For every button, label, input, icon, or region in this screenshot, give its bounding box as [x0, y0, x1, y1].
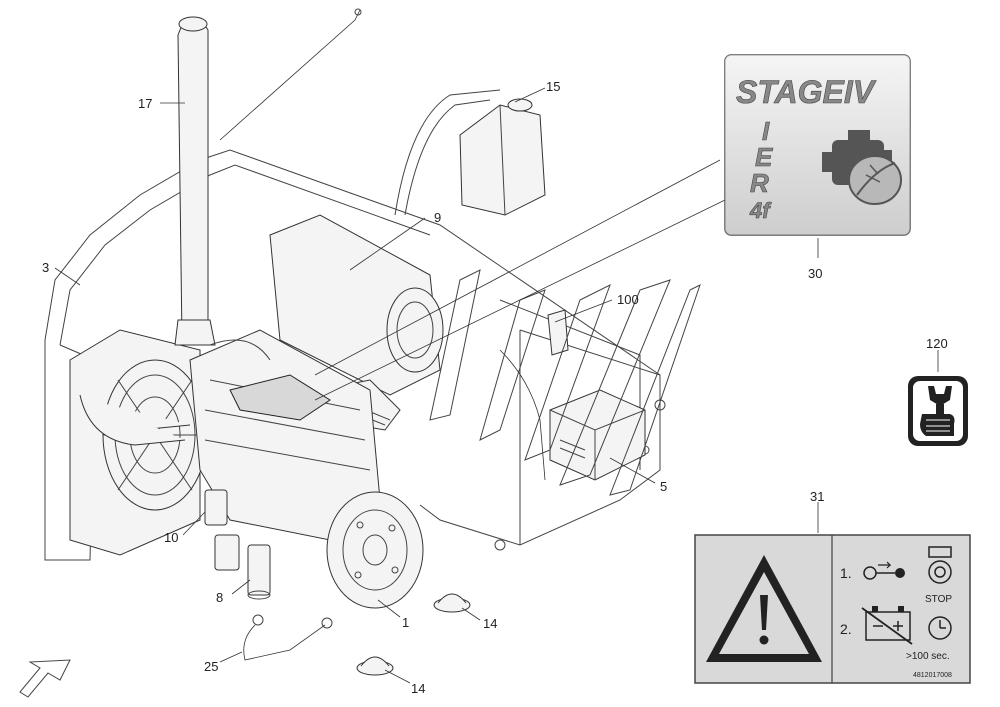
decal-tier-suffix: 4f — [749, 198, 772, 223]
callout-100: 100 — [617, 292, 639, 307]
decal-battery-warning: 1. 2. STOP >100 sec. 4812 — [694, 534, 971, 684]
fuel-filters — [204, 489, 271, 600]
decal-tier-letter-3: R — [750, 168, 769, 198]
leader-lines — [54, 87, 939, 684]
warning-timer-label: >100 sec. — [906, 651, 950, 662]
flywheel-housing — [326, 491, 424, 609]
warning-stop-label: STOP — [925, 594, 952, 605]
timer-clock-icon — [928, 616, 952, 640]
coolant-reservoir — [394, 89, 546, 216]
ignition-key-off-icon — [863, 561, 905, 580]
ground-cable — [243, 614, 333, 661]
callout-14-lower: 14 — [411, 681, 425, 696]
warning-part-number: 4812017008 — [913, 672, 952, 679]
callout-30: 30 — [808, 266, 822, 281]
decal-tier-letter-2: E — [755, 142, 773, 172]
callout-1: 1 — [402, 615, 409, 630]
rubber-cap-lower — [356, 656, 394, 676]
callout-120: 120 — [926, 336, 948, 351]
callout-25: 25 — [204, 659, 218, 674]
callout-3: 3 — [42, 260, 49, 275]
antenna-cable — [219, 9, 361, 141]
callout-8: 8 — [216, 590, 223, 605]
battery-disconnect-icon — [861, 606, 913, 645]
callout-9: 9 — [434, 210, 441, 225]
front-direction-arrow — [19, 659, 71, 698]
decal-service-wrench — [908, 376, 968, 446]
decal-tier-letter-1: I — [762, 116, 770, 146]
callout-17: 17 — [138, 96, 152, 111]
warning-triangle-icon — [706, 555, 822, 662]
callout-31: 31 — [810, 489, 824, 504]
engine-frame — [44, 149, 666, 561]
engine-stop-icon — [928, 546, 952, 584]
callout-10: 10 — [164, 530, 178, 545]
rubber-cap-upper — [433, 593, 471, 613]
callout-14-upper: 14 — [483, 616, 497, 631]
exhaust-stack — [174, 16, 216, 346]
wiring-guides — [429, 269, 701, 496]
antenna-tip — [354, 8, 362, 16]
decal-stage-text: STAGEIV — [736, 74, 877, 110]
warning-step-1: 1. — [840, 565, 852, 581]
callout-15: 15 — [546, 79, 560, 94]
engine-block — [79, 329, 381, 541]
callout-labels: 17 15 9 3 30 100 120 5 31 10 8 1 14 14 2… — [42, 79, 948, 696]
battery-box — [549, 389, 646, 481]
engine-leaf-icon — [822, 130, 902, 205]
decal-stage-iv: STAGEIV I E R 4f — [724, 54, 911, 236]
callout-5: 5 — [660, 479, 667, 494]
warning-step-2: 2. — [840, 621, 852, 637]
wrench-hand-icon — [920, 386, 955, 436]
